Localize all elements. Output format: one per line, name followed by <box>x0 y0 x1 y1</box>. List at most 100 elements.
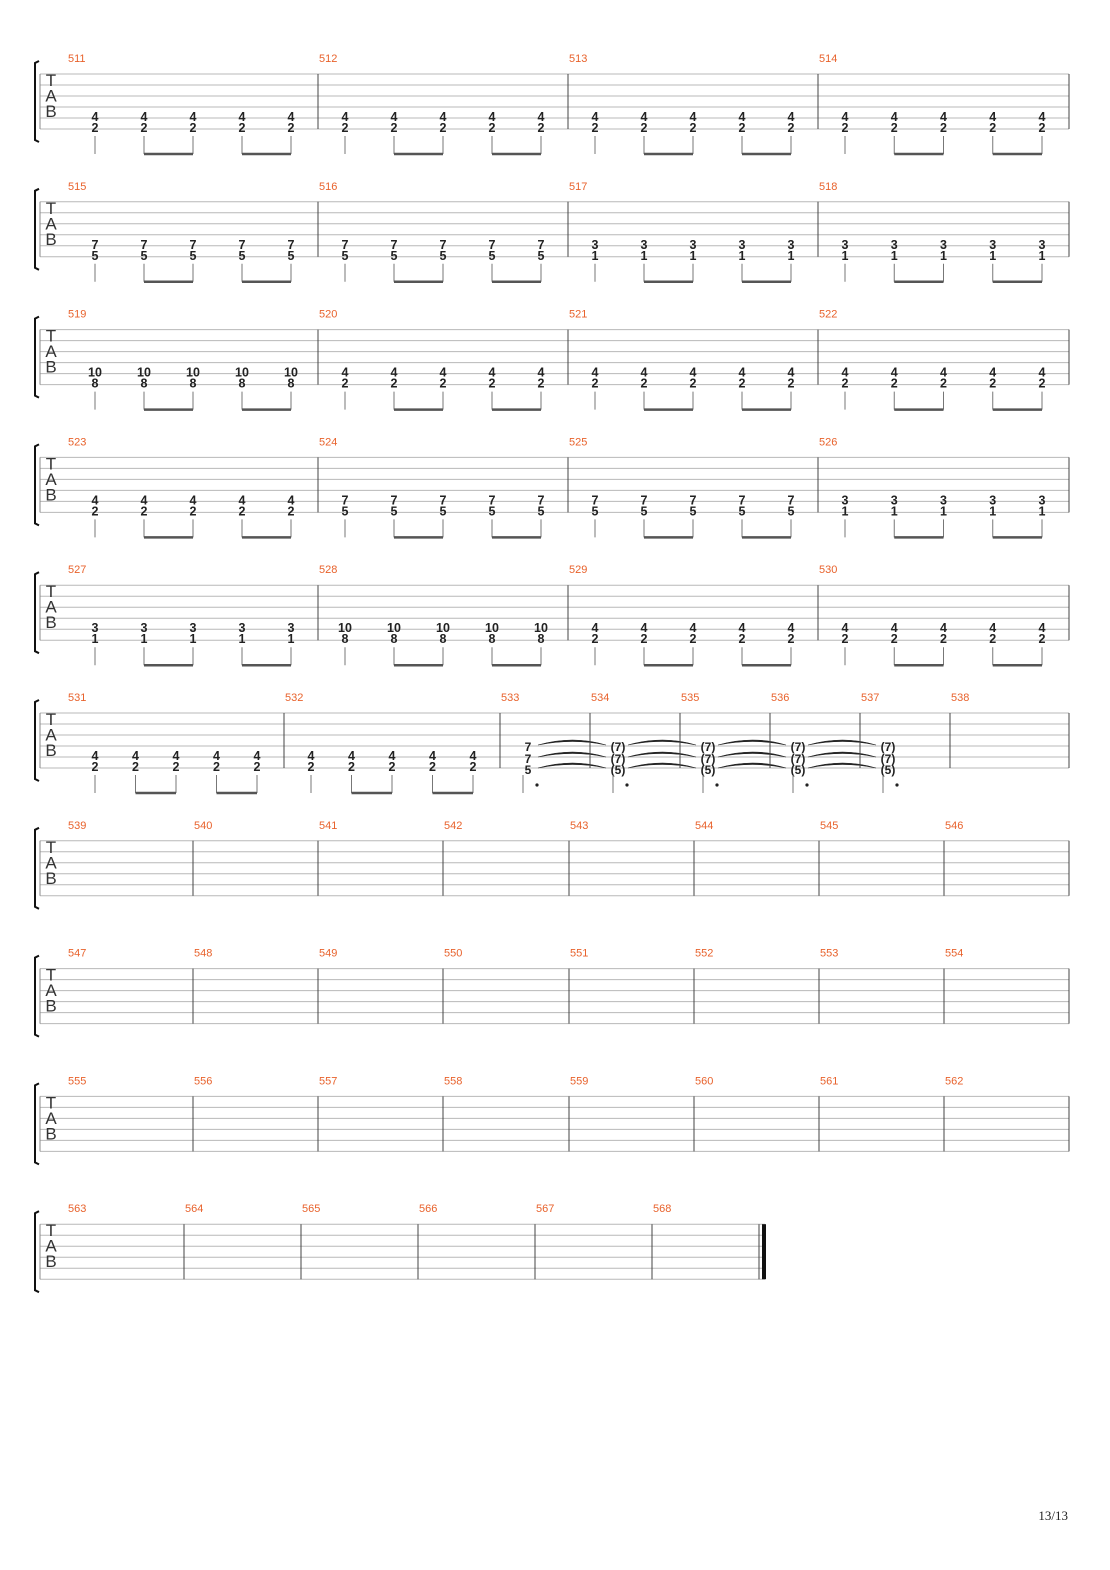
fret-number: 1 <box>690 249 697 263</box>
fret-number: 3 <box>940 493 947 507</box>
measure: 540 <box>194 820 319 896</box>
fret-number: 4 <box>391 366 398 380</box>
fret-number: 4 <box>1039 110 1046 124</box>
system-bracket <box>34 315 40 399</box>
measure: 541 <box>319 820 444 896</box>
fret-number: 2 <box>1039 121 1046 135</box>
measure-number: 537 <box>861 692 879 704</box>
system-bracket <box>34 1082 40 1166</box>
fret-number: 3 <box>842 493 849 507</box>
tab-clef-letter: T <box>46 1221 56 1240</box>
fret-number: 8 <box>288 377 295 391</box>
fret-number: 5 <box>739 504 746 518</box>
fret-number: 4 <box>342 110 349 124</box>
measure-number: 519 <box>68 309 86 321</box>
measure: 542 <box>444 820 570 896</box>
fret-number: 5 <box>342 249 349 263</box>
fret-number: (5) <box>701 763 716 777</box>
fret-number: 2 <box>190 121 197 135</box>
fret-number: 4 <box>470 749 477 763</box>
fret-number: 3 <box>989 238 996 252</box>
fret-number: 4 <box>940 621 947 635</box>
fret-number: (7) <box>791 740 806 754</box>
fret-number: 1 <box>940 249 947 263</box>
measure-number: 513 <box>569 53 587 65</box>
fret-number: 7 <box>592 493 599 507</box>
tie-arc <box>537 739 607 746</box>
measure-number: 520 <box>319 309 337 321</box>
fret-number: 4 <box>141 110 148 124</box>
fret-number: 4 <box>92 493 99 507</box>
measure-number: 530 <box>819 564 837 576</box>
fret-number: 4 <box>440 110 447 124</box>
tie-arc <box>807 739 877 746</box>
measure-number: 518 <box>819 181 837 193</box>
measure-number: 542 <box>444 820 462 832</box>
fret-number: 2 <box>239 121 246 135</box>
fret-number: (7) <box>881 752 896 766</box>
fret-number: 2 <box>132 760 139 774</box>
fret-number: 5 <box>391 504 398 518</box>
fret-number: 4 <box>989 366 996 380</box>
fret-number: 2 <box>641 632 648 646</box>
fret-number: 4 <box>739 366 746 380</box>
fret-number: 2 <box>592 632 599 646</box>
fret-number: 7 <box>489 493 496 507</box>
fret-number: 1 <box>940 504 947 518</box>
fret-number: 8 <box>190 377 197 391</box>
fret-number: (7) <box>701 740 716 754</box>
fret-number: 2 <box>842 377 849 391</box>
measure: 547 <box>68 948 194 1024</box>
fret-number: 7 <box>739 493 746 507</box>
tab-clef-letter: B <box>45 613 56 632</box>
measure-number: 531 <box>68 692 86 704</box>
fret-number: 3 <box>690 238 697 252</box>
measure: 538 <box>951 692 1070 768</box>
measure-number: 550 <box>444 948 462 960</box>
tie-arc <box>537 751 607 758</box>
fret-number: 5 <box>788 504 795 518</box>
fret-number: 7 <box>489 238 496 252</box>
fret-number: 10 <box>284 366 298 380</box>
fret-number: 4 <box>788 110 795 124</box>
fret-number: (7) <box>701 752 716 766</box>
measure: 544 <box>695 820 820 896</box>
fret-number: 2 <box>389 760 396 774</box>
measure: 546 <box>945 820 1070 896</box>
fret-number: 4 <box>190 493 197 507</box>
measure-number: 557 <box>319 1075 337 1087</box>
fret-number: 4 <box>641 621 648 635</box>
tie-arc <box>807 751 877 758</box>
fret-number: 2 <box>940 377 947 391</box>
tab-clef-letter: B <box>45 1124 56 1143</box>
measure-number: 566 <box>419 1203 437 1215</box>
measure-number: 533 <box>501 692 519 704</box>
tab-clef-letter: B <box>45 358 56 377</box>
measure: 556 <box>194 1075 319 1152</box>
fret-number: 3 <box>788 238 795 252</box>
fret-number: 2 <box>989 121 996 135</box>
fret-number: 5 <box>538 504 545 518</box>
fret-number: (7) <box>611 740 626 754</box>
fret-number: 2 <box>342 121 349 135</box>
fret-number: 4 <box>1039 366 1046 380</box>
fret-number: 2 <box>891 377 898 391</box>
fret-number: 4 <box>132 749 139 763</box>
fret-number: 4 <box>891 110 898 124</box>
fret-number: 5 <box>239 249 246 263</box>
fret-number: 2 <box>690 632 697 646</box>
fret-number: 2 <box>842 632 849 646</box>
fret-number: 2 <box>391 377 398 391</box>
measure-number: 523 <box>68 436 86 448</box>
fret-number: 5 <box>592 504 599 518</box>
system-bracket <box>34 826 40 910</box>
fret-number: 7 <box>190 238 197 252</box>
